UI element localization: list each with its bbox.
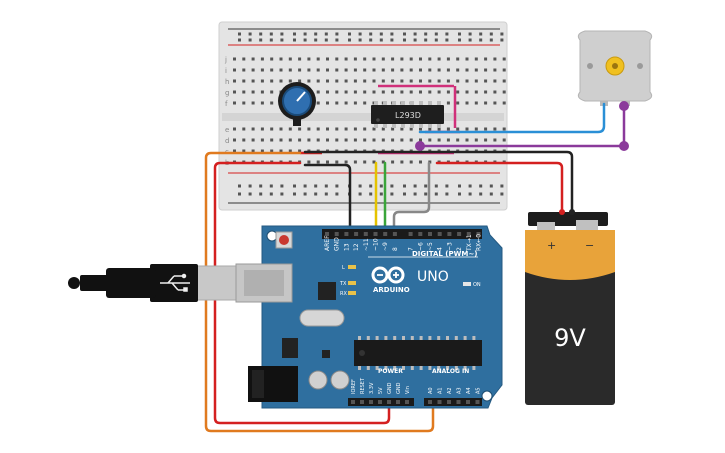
atmega-chip bbox=[354, 340, 482, 366]
bottom-power-rail-holes bbox=[238, 184, 504, 196]
potentiometer[interactable] bbox=[278, 82, 316, 126]
led-on bbox=[463, 282, 471, 286]
analog-label: ANALOG IN bbox=[432, 368, 469, 375]
led-rx-label: RX bbox=[340, 291, 347, 297]
digital-pin-label: 8 bbox=[392, 247, 399, 251]
usb-icon bbox=[160, 273, 190, 292]
digital-pin-label: ~10 bbox=[373, 238, 380, 251]
l293d-chip[interactable]: L293D bbox=[371, 101, 444, 128]
battery-9v[interactable]: + − 9V bbox=[525, 209, 615, 405]
row-letter: e bbox=[225, 126, 229, 134]
digital-pin-label: 2 bbox=[456, 247, 463, 251]
chip-pins-top bbox=[374, 101, 441, 106]
wire-blue-motor[interactable] bbox=[418, 102, 606, 134]
battery-plus: + bbox=[547, 239, 556, 252]
wires bbox=[204, 101, 629, 433]
digital-pin-label: RX←0 bbox=[476, 234, 483, 251]
wire-black-battery[interactable] bbox=[303, 150, 574, 214]
dc-motor[interactable] bbox=[577, 30, 653, 106]
row-letter: i bbox=[225, 67, 227, 75]
digital-pin-label: AREF bbox=[324, 235, 331, 251]
usb-cable bbox=[68, 264, 259, 302]
digital-pin-label: ~11 bbox=[363, 238, 370, 251]
capacitor bbox=[330, 370, 350, 390]
wire-red-battery[interactable] bbox=[435, 161, 564, 214]
on-label: ON bbox=[473, 282, 481, 288]
analog-pin-label: A4 bbox=[466, 387, 472, 394]
digital-pin-label: 13 bbox=[343, 243, 350, 251]
row-letter: g bbox=[225, 89, 229, 97]
digital-label: DIGITAL (PWM~) bbox=[412, 250, 477, 258]
reset-button[interactable] bbox=[279, 235, 289, 245]
digital-pin-label: 7 bbox=[408, 247, 415, 251]
digital-pin-label: TX→1 bbox=[466, 234, 473, 252]
led-l-label: L bbox=[342, 265, 345, 271]
row-letter: h bbox=[225, 78, 229, 86]
power-pin-label: RESET bbox=[360, 377, 366, 394]
battery-voltage: 9V bbox=[554, 324, 586, 352]
digital-pin-label: GND bbox=[334, 237, 341, 251]
top-power-rail-holes bbox=[238, 32, 504, 42]
analog-pin-label: A2 bbox=[447, 387, 453, 394]
digital-header[interactable] bbox=[322, 229, 482, 239]
row-letter: f bbox=[225, 100, 228, 108]
led-tx-label: TX bbox=[339, 281, 347, 287]
breadboard: j i h g f e d c b bbox=[218, 21, 508, 211]
digital-pin-label: ~3 bbox=[446, 242, 453, 251]
analog-pin-label: A0 bbox=[428, 387, 434, 394]
power-label: POWER bbox=[378, 368, 403, 375]
chip-label: L293D bbox=[395, 111, 421, 120]
arduino-brand: ARDUINO bbox=[373, 286, 410, 294]
analog-pin-label: A3 bbox=[457, 387, 463, 394]
wire-red-5v[interactable] bbox=[213, 161, 391, 425]
battery-minus: − bbox=[585, 239, 594, 252]
power-pin-label: GND bbox=[387, 382, 393, 394]
row-letter: j bbox=[224, 56, 227, 64]
wire-joint bbox=[415, 141, 425, 151]
led-rx bbox=[348, 291, 356, 295]
wire-black-gnd[interactable] bbox=[303, 163, 352, 234]
analog-pin-label: A1 bbox=[438, 387, 444, 394]
capacitor bbox=[308, 370, 328, 390]
digital-pin-label: 12 bbox=[353, 243, 360, 251]
arduino-model: UNO bbox=[417, 269, 449, 285]
wire-joint bbox=[619, 141, 629, 151]
led-l bbox=[348, 265, 356, 269]
digital-pin-label: ~5 bbox=[427, 242, 434, 251]
chip-pins-bottom bbox=[374, 123, 441, 128]
wire-gray[interactable] bbox=[392, 161, 431, 234]
digital-pin-label: ~6 bbox=[417, 242, 424, 251]
power-pin-label: 5V bbox=[378, 387, 384, 394]
arduino-logo-icon bbox=[371, 266, 405, 284]
power-pin-label: IOREF bbox=[351, 379, 357, 394]
crystal bbox=[299, 309, 345, 327]
power-pin-label: Vin bbox=[405, 386, 411, 394]
analog-pin-label: A5 bbox=[476, 387, 482, 394]
led-tx bbox=[348, 281, 356, 285]
wire-joint bbox=[619, 101, 629, 111]
usb-chip bbox=[318, 282, 336, 300]
row-letter: d bbox=[225, 137, 229, 145]
power-pin-label: 3.3V bbox=[369, 382, 375, 394]
digital-pin-label: 4 bbox=[437, 247, 444, 251]
digital-pin-label: ~9 bbox=[382, 242, 389, 251]
analog-header[interactable] bbox=[424, 398, 482, 406]
power-pin-label: GND bbox=[396, 382, 402, 394]
voltage-regulator bbox=[282, 338, 298, 358]
wire-orange[interactable] bbox=[204, 151, 435, 433]
